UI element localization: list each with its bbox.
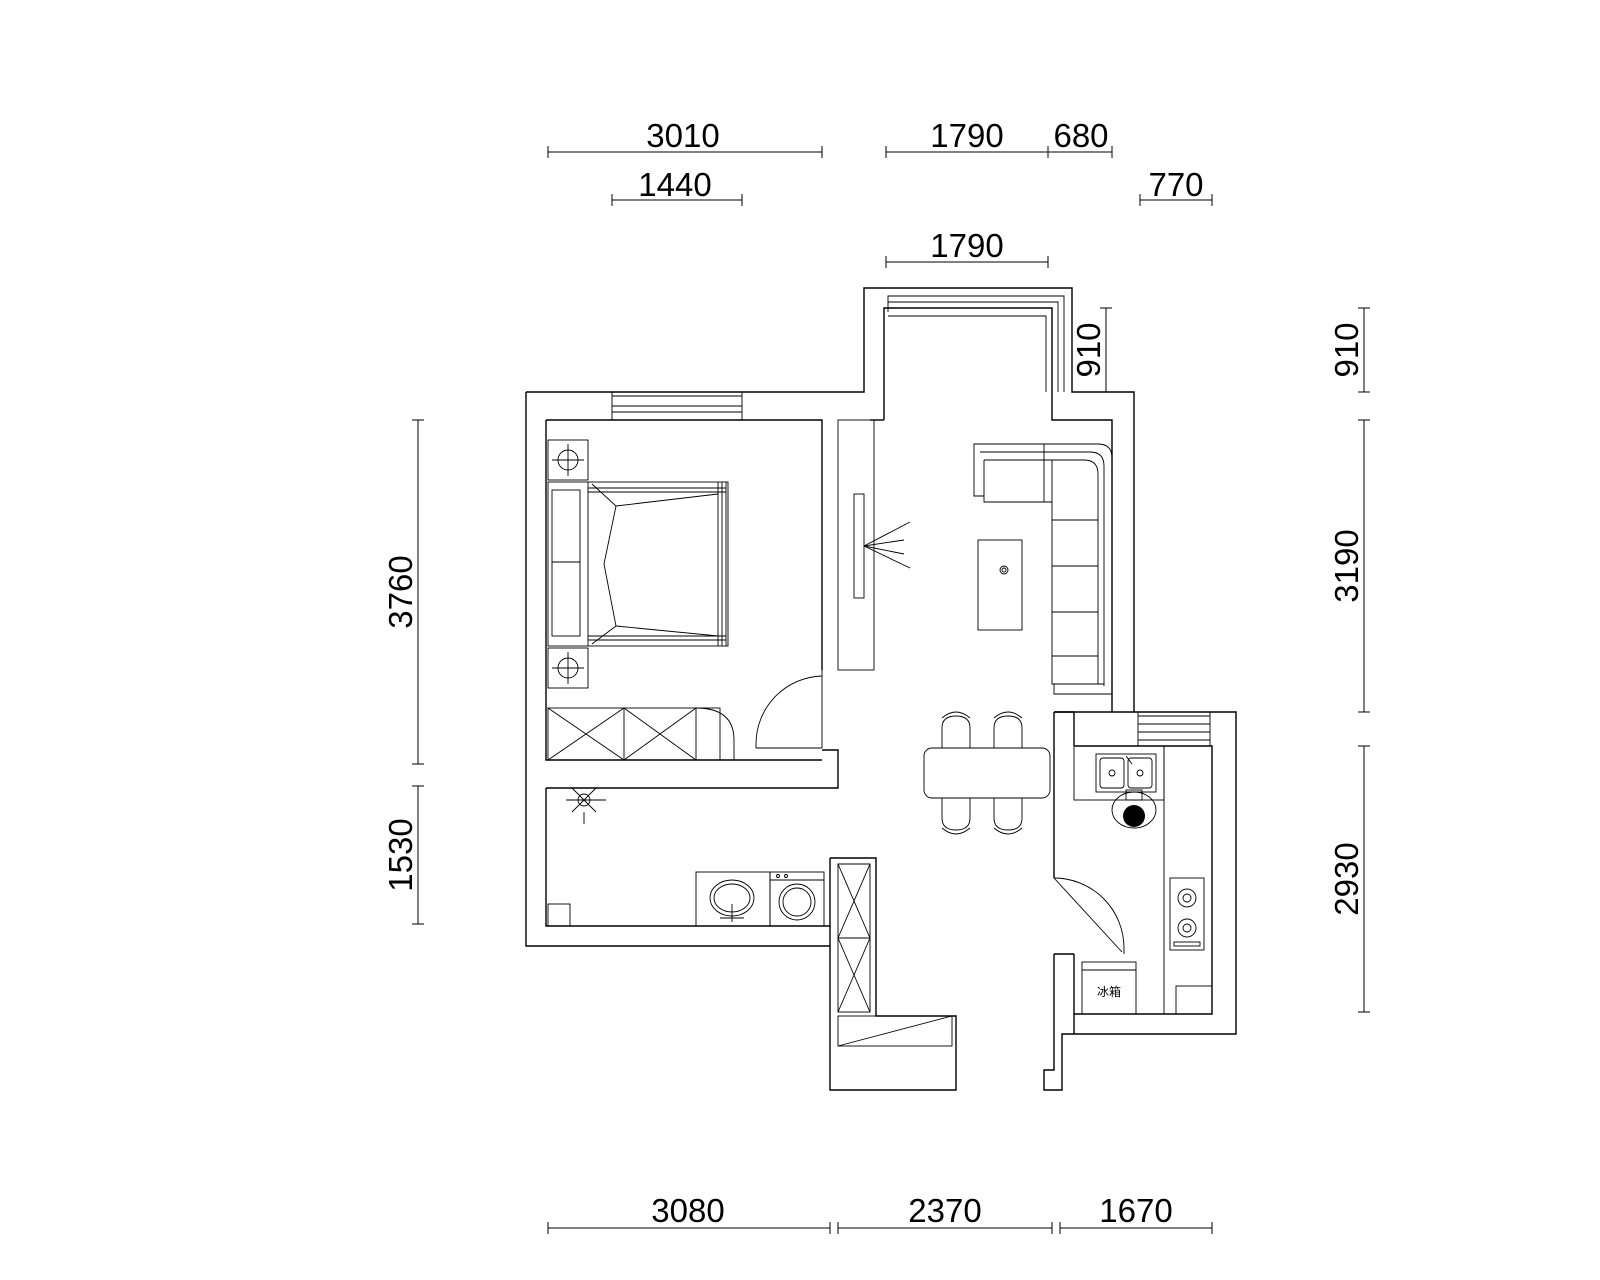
- washing-machine: [769, 871, 825, 927]
- living-room: [973, 443, 1113, 695]
- dim-left-3760: 3760: [382, 555, 419, 628]
- stove: [1169, 877, 1205, 951]
- dim-top-1790-b: 1790: [930, 227, 1003, 264]
- dim-left-1530: 1530: [382, 818, 419, 891]
- bed: [547, 481, 729, 647]
- dimensions-top: 3010 1790 680 1440 770 1790: [547, 117, 1213, 268]
- dining-area: [923, 711, 1051, 835]
- dim-bottom-2370: 2370: [908, 1192, 981, 1229]
- fridge: [1081, 961, 1137, 1015]
- tv-cabinet: [837, 419, 911, 671]
- dim-right-910: 910: [1328, 322, 1365, 377]
- dim-top-3010: 3010: [646, 117, 719, 154]
- dim-bottom-3080: 3080: [651, 1192, 724, 1229]
- fridge-label: 冰箱: [1097, 984, 1121, 999]
- dimensions-left: 3760 1530: [382, 419, 424, 925]
- sofa: [973, 443, 1113, 695]
- dim-top-770: 770: [1148, 166, 1203, 203]
- dim-right-3190: 3190: [1328, 529, 1365, 602]
- kitchen: 冰箱: [1053, 745, 1213, 1015]
- sink: [1095, 753, 1157, 793]
- dimensions-bottom: 3080 2370 1670: [547, 1192, 1213, 1234]
- dining-table: [923, 747, 1051, 799]
- wardrobe: [547, 707, 721, 761]
- bathroom: [547, 787, 825, 927]
- dim-bottom-1670: 1670: [1099, 1192, 1172, 1229]
- dimensions-right: 910 3190 2930 910: [1070, 307, 1370, 1013]
- walls: [525, 287, 1237, 1091]
- dim-top-680: 680: [1053, 117, 1108, 154]
- bedroom: [547, 439, 823, 761]
- person: [1111, 791, 1157, 829]
- dim-top-1440: 1440: [638, 166, 711, 203]
- coffee-table: [977, 539, 1023, 631]
- dim-inner-910: 910: [1070, 322, 1107, 377]
- dim-right-2930: 2930: [1328, 842, 1365, 915]
- dim-top-1790-a: 1790: [930, 117, 1003, 154]
